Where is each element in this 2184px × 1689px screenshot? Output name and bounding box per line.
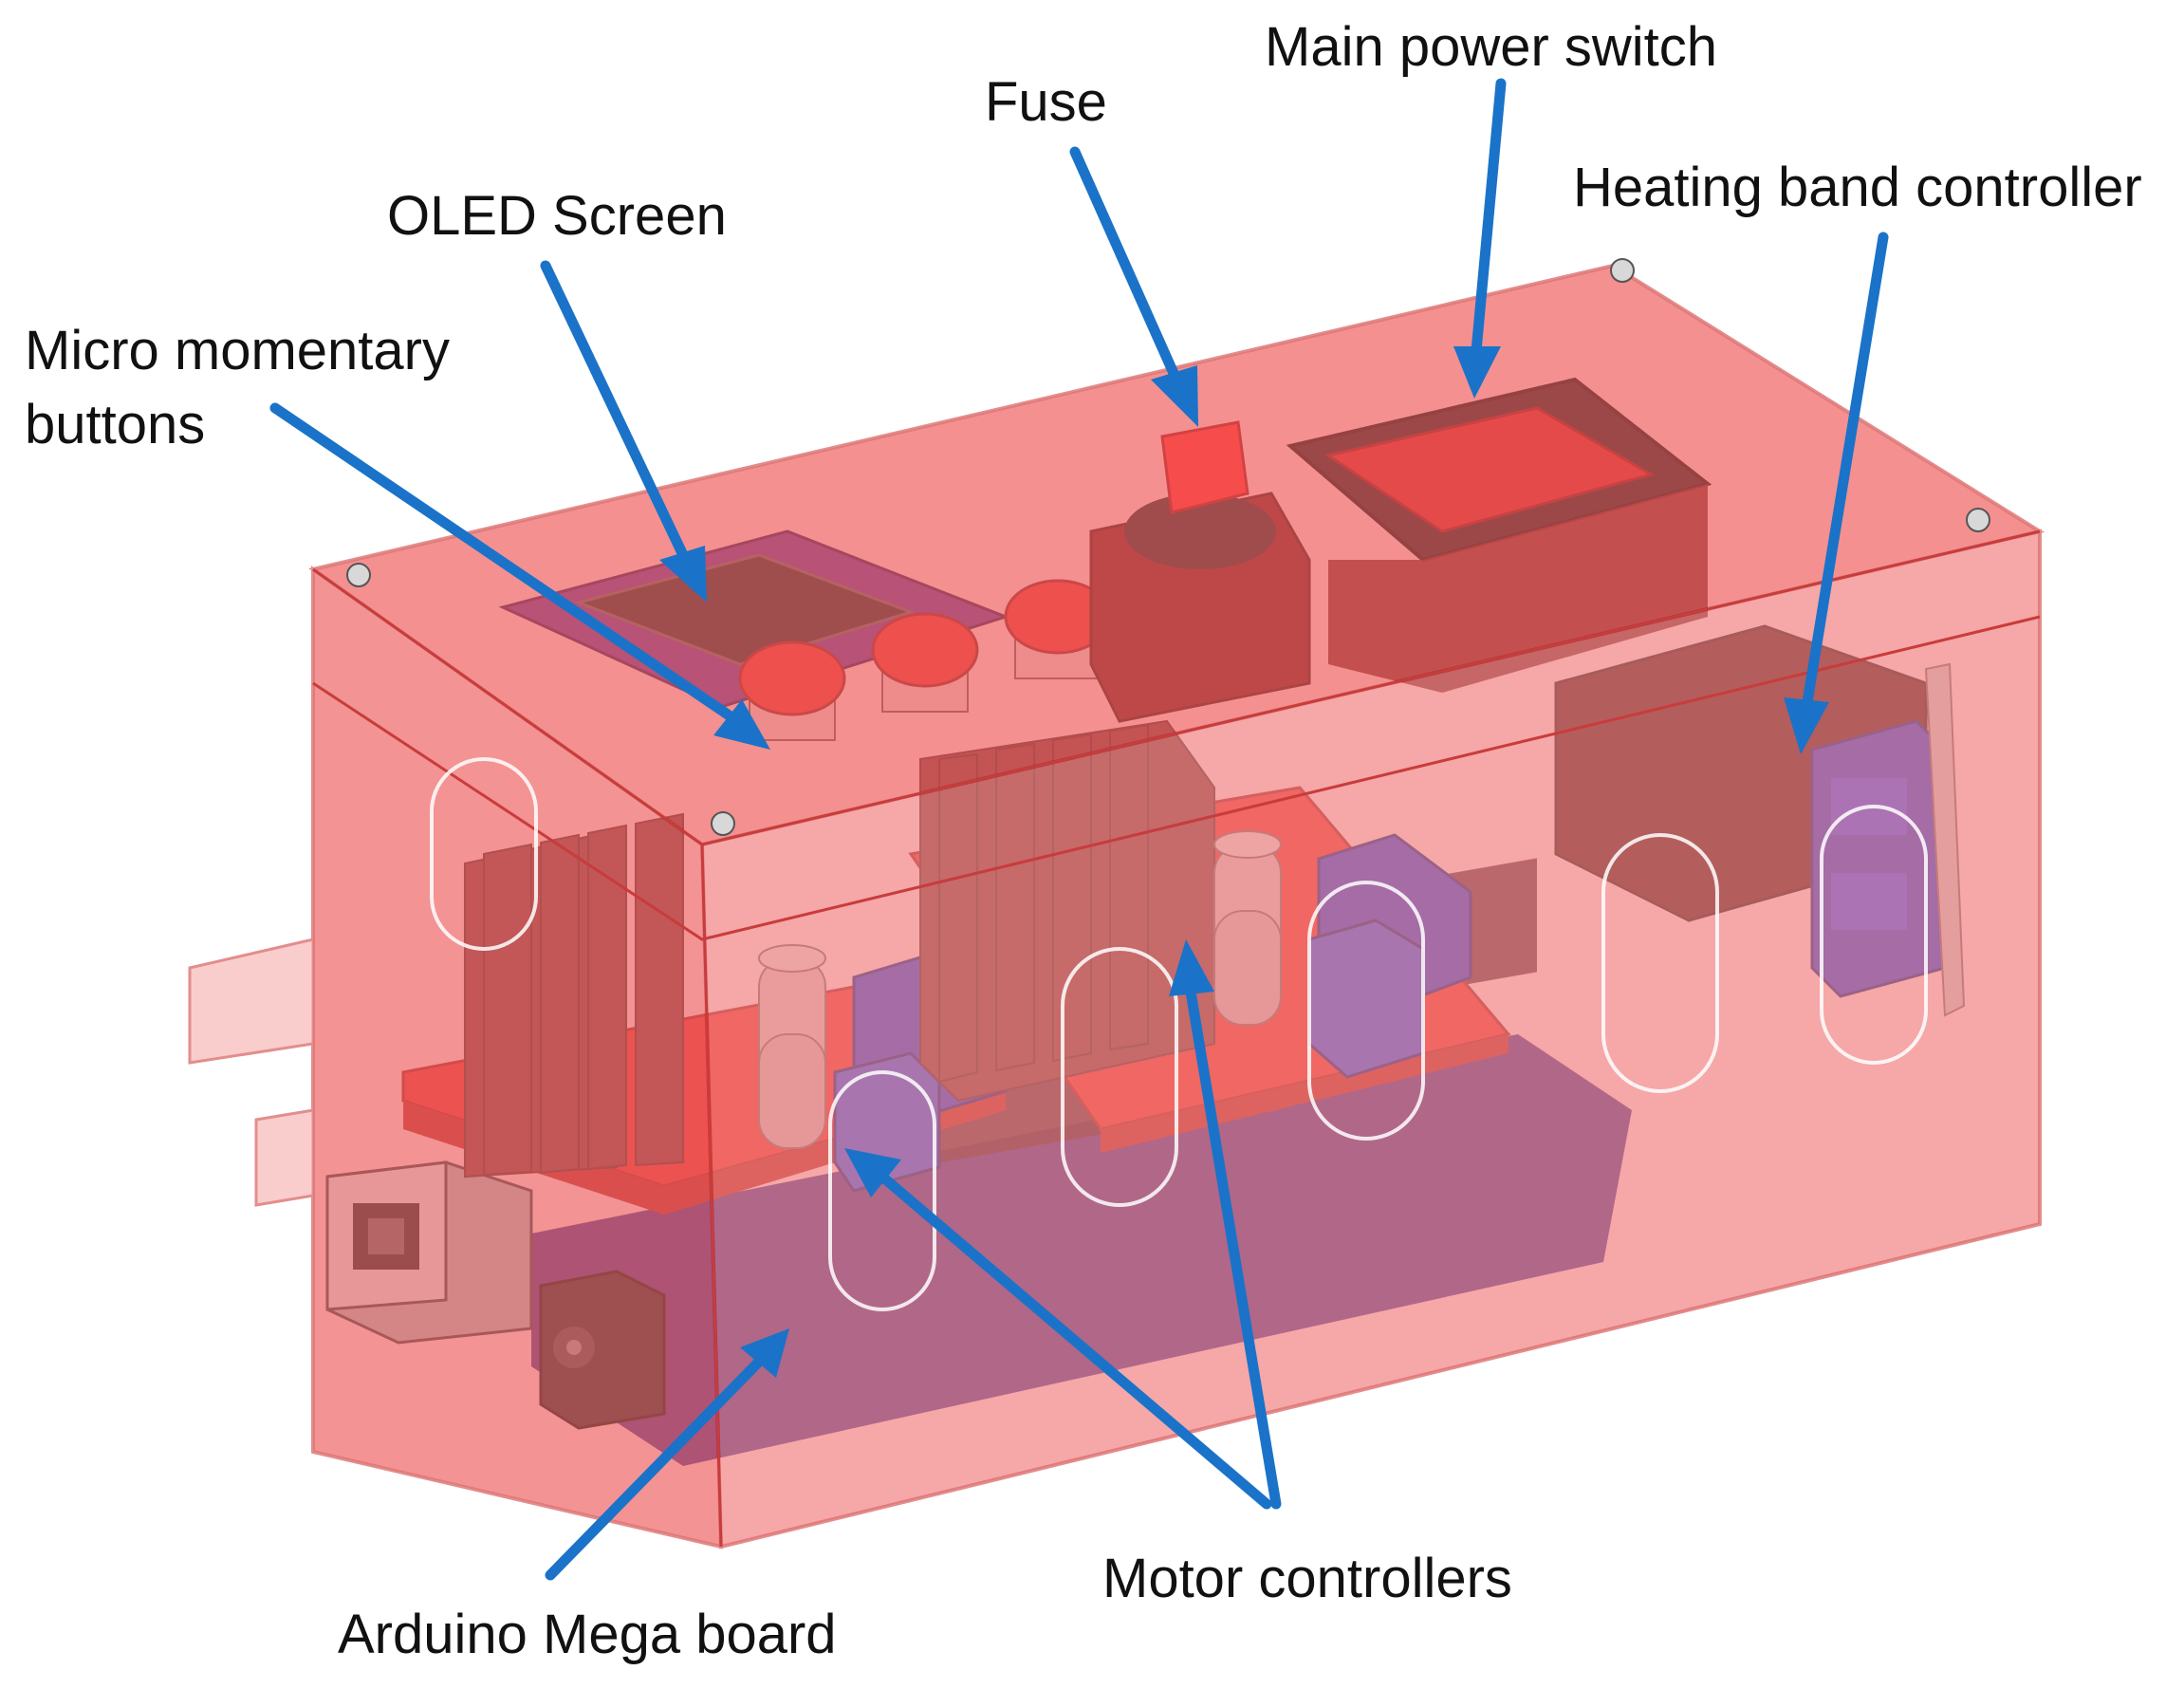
arrow-main-power-switch: [1471, 78, 1507, 357]
label-motor-controllers: Motor controllers: [1102, 1548, 1512, 1609]
label-heating-band-controller: Heating band controller: [1573, 157, 2142, 218]
label-oled-screen: OLED Screen: [387, 185, 727, 247]
arrow-motor-controller-right: [1185, 986, 1282, 1510]
arrow-motor-controller-left: [877, 1171, 1272, 1510]
screws: [346, 258, 1990, 836]
arrow-oled-screen: [540, 260, 689, 561]
arrow-micro-buttons: [269, 402, 736, 722]
label-arduino-mega-board: Arduino Mega board: [338, 1604, 837, 1665]
pointer-arrows: [269, 78, 1889, 1581]
arrow-heating-band-controller: [1802, 232, 1889, 708]
enclosure-edges: [312, 529, 2041, 1548]
label-fuse: Fuse: [985, 71, 1107, 133]
arrow-fuse: [1069, 146, 1182, 385]
label-micro-momentary-buttons-line1: Micro momentary: [25, 320, 450, 381]
enclosure-slots: [430, 757, 1928, 1311]
arrow-arduino-mega-board: [545, 1356, 765, 1581]
label-micro-momentary-buttons-line2: buttons: [25, 394, 206, 455]
enclosure: [188, 263, 2045, 1550]
label-main-power-switch: Main power switch: [1265, 16, 1718, 78]
